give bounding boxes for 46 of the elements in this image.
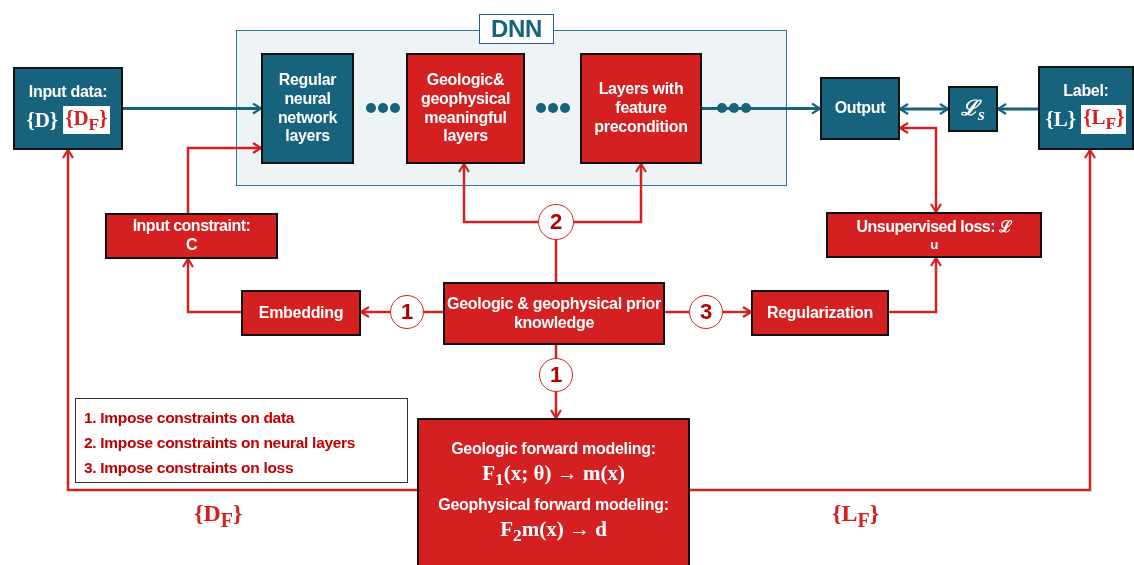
layer-box: Layers with feature precondition bbox=[580, 53, 702, 164]
arrow bbox=[690, 148, 1097, 492]
arrow bbox=[186, 141, 263, 213]
input-box bbox=[13, 67, 123, 150]
process-box: Embedding bbox=[241, 290, 361, 336]
step-number-circle: 1 bbox=[390, 295, 424, 329]
node-label: Geophysical forward modeling: bbox=[438, 496, 669, 515]
step-number-circle: 2 bbox=[538, 204, 574, 240]
arrow bbox=[181, 257, 241, 314]
process-box: Regularization bbox=[751, 290, 889, 336]
arrow bbox=[898, 121, 943, 214]
node-label: Geologic forward modeling: bbox=[451, 440, 656, 460]
container-title: DNN bbox=[479, 14, 554, 44]
layer-box: Geologic& geophysical meaningful layers bbox=[406, 53, 525, 164]
note-text: 1. Impose constraints on data bbox=[84, 408, 296, 428]
arrow bbox=[996, 102, 1038, 116]
math-label: F$_{1}$(x; θ) → m(x) bbox=[482, 461, 625, 490]
constraint-box: Input constraint: C bbox=[105, 213, 278, 259]
arrow bbox=[702, 102, 822, 115]
modeling-box bbox=[417, 418, 690, 565]
arrow bbox=[723, 305, 753, 319]
math-label: {D$_{F}$} bbox=[63, 105, 110, 135]
knowledge-box: Geologic & geophysical prior knowledge bbox=[443, 282, 665, 345]
step-number-circle: 1 bbox=[539, 358, 573, 392]
math-label: {D} bbox=[26, 107, 59, 133]
arrow bbox=[457, 162, 538, 224]
math-label: {L} bbox=[1045, 107, 1077, 132]
note-text: 2. Impose constraints on neural layers bbox=[84, 433, 357, 453]
note-text: 3. Impose constraints on loss bbox=[84, 458, 295, 478]
node-label: Input data: bbox=[28, 82, 108, 102]
arrow bbox=[889, 256, 943, 314]
arrow bbox=[574, 162, 648, 224]
layer-box: Regular neural network layers bbox=[261, 53, 354, 164]
node-label: Label: bbox=[1063, 82, 1109, 101]
loss-box bbox=[948, 86, 998, 132]
math-label: {L$_{F}$} bbox=[1081, 105, 1127, 134]
arrow bbox=[61, 148, 417, 492]
label-box bbox=[1038, 66, 1134, 150]
output-box: Output bbox=[820, 77, 900, 140]
arrow bbox=[359, 305, 390, 319]
math-label: F$_{2}$m(x) → d bbox=[500, 516, 607, 546]
arrow bbox=[898, 102, 950, 116]
math-label: ℒ$_{s}$ bbox=[961, 95, 985, 125]
arrow bbox=[123, 102, 263, 115]
arrow bbox=[549, 392, 563, 420]
step-number-circle: 3 bbox=[689, 295, 723, 329]
